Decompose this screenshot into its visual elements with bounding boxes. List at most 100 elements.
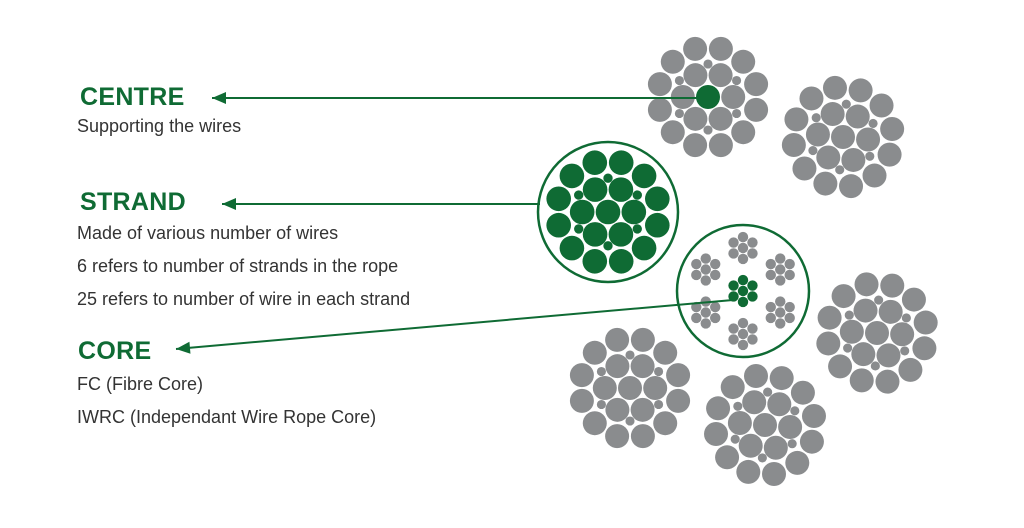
strand-top-right-wire: [845, 104, 870, 129]
strand-top-left-wire: [647, 97, 672, 122]
strand-top-left-filler-wire: [674, 75, 684, 86]
strand-bottom-left-wire: [605, 397, 630, 422]
strand-top-right-wire: [848, 78, 873, 103]
strand-bottom-middle-wire: [742, 390, 767, 415]
core-outer-strand-wire: [728, 237, 739, 248]
strand-top-left-wire: [708, 133, 733, 158]
core-iwrc-wire: [737, 285, 749, 297]
strand-detail-filler-wire: [632, 224, 642, 234]
core-outer-strand-wire: [784, 258, 795, 270]
core-outer-strand-wire: [700, 264, 711, 275]
strand-bottom-middle-wire: [762, 461, 787, 486]
strand-top-right-wire: [841, 147, 866, 172]
strand-top-left-wire: [731, 120, 756, 145]
strand-detail-wire: [582, 177, 608, 202]
strand-bottom-left-wire: [666, 388, 691, 413]
strand-bottom-left-wire: [592, 376, 617, 400]
strand-desc-2: 6 refers to number of strands in the rop…: [77, 256, 399, 276]
core-outer-strand-wire: [775, 253, 786, 264]
strand-bottom-middle-wire: [801, 403, 826, 428]
core-outer-strand-wire: [765, 269, 776, 281]
strand-right-wire: [817, 305, 842, 330]
strand-detail-filler-wire: [603, 173, 613, 183]
strand-bottom-middle-wire: [799, 429, 824, 454]
strand-top-right-wire: [799, 86, 824, 111]
core-outer-strand-wire: [775, 275, 786, 286]
strand-right-centre-wire: [865, 321, 889, 345]
strand-top-right-wire: [784, 107, 809, 132]
strand-top-left-wire: [708, 63, 733, 88]
core-outer-strand-wire: [765, 301, 776, 313]
core-outer-strand-wire: [700, 307, 711, 318]
strand-heading: STRAND: [80, 188, 186, 216]
strand-bottom-middle-wire: [720, 375, 745, 400]
strand-top-right-filler-wire: [811, 113, 821, 123]
strand-top-right-wire: [856, 127, 881, 152]
core-outer-strand-wire: [700, 275, 711, 286]
strand-top-left-wire: [683, 133, 708, 158]
strand-detail-wire: [631, 163, 657, 189]
strand-bottom-left-filler-wire: [625, 350, 635, 360]
core-outer-strand-wire: [737, 231, 749, 243]
core-arrow-line: [175, 299, 734, 350]
strand-detail-wire: [608, 249, 634, 274]
strand-right-wire: [878, 299, 903, 324]
strand-bottom-left-wire: [569, 388, 594, 413]
core-outer-strand-wire: [691, 258, 702, 270]
core-outer-strand-wire: [775, 296, 786, 307]
core-outer-strand-wire: [691, 312, 702, 324]
core-arrow-arrowhead-icon: [176, 341, 191, 354]
strand-bottom-left-wire: [630, 327, 655, 352]
strand-bottom-middle-filler-wire: [733, 401, 743, 411]
strand-top-right-wire: [880, 116, 905, 141]
strand-detail-wire: [582, 222, 608, 247]
strand-top-left-wire: [683, 106, 708, 131]
centre-heading: CENTRE: [80, 83, 185, 111]
core-outer-strand-wire: [737, 317, 749, 329]
strand-detail-wire: [546, 212, 571, 238]
strand-right-filler-wire: [870, 361, 880, 371]
strand-bottom-middle-wire: [736, 459, 761, 484]
core-outer-strand-wire: [747, 248, 758, 259]
core-outer-strand-wire: [728, 334, 739, 345]
core-iwrc-wire: [728, 280, 739, 291]
core-heading: CORE: [78, 337, 152, 365]
strand-bottom-middle-wire: [790, 380, 815, 405]
strand-bottom-middle-filler-wire: [730, 434, 740, 444]
strand-top-right-filler-wire: [865, 151, 875, 161]
strand-bottom-middle-wire: [704, 422, 729, 447]
strand-top-left-filler-wire: [703, 125, 713, 135]
strand-bottom-middle-wire: [743, 364, 768, 389]
strand-top-left-wire: [708, 36, 733, 61]
strand-bottom-middle-wire: [763, 435, 788, 460]
strand-top-right-filler-wire: [835, 165, 845, 175]
core-outer-strand-wire: [710, 269, 721, 281]
strand-bottom-left-wire: [666, 363, 691, 388]
core-outer-strand-wire: [691, 269, 702, 281]
centre-desc: Supporting the wires: [77, 116, 242, 136]
strand-right-wire: [853, 298, 878, 323]
strand-right-wire: [880, 273, 905, 298]
strand-bottom-middle-centre-wire: [753, 413, 777, 437]
strand-bottom-middle-wire: [785, 450, 810, 475]
strand-right-wire: [901, 287, 926, 312]
strand-top-left-wire: [721, 85, 746, 109]
strand-top-right-wire: [877, 142, 902, 167]
strand-top-right-wire: [792, 156, 817, 181]
strand-bottom-left-wire: [582, 340, 607, 365]
strand-bottom-middle-wire: [767, 392, 792, 417]
strand-bottom-left-wire: [653, 411, 678, 436]
strand-detail-wire: [559, 163, 585, 189]
strand-bottom-left-wire: [643, 376, 668, 400]
core-outer-strand-wire: [784, 312, 795, 324]
strand-top-left-wire: [683, 63, 708, 88]
core-iwrc-wire: [728, 291, 739, 302]
core-outer-strand-wire: [700, 318, 711, 329]
strand-right-wire: [854, 272, 879, 297]
strand-top-right-wire: [862, 163, 887, 188]
strand-top-left-wire: [744, 72, 769, 97]
strand-detail-filler-wire: [574, 190, 584, 200]
strand-detail-centre-wire: [595, 199, 621, 225]
